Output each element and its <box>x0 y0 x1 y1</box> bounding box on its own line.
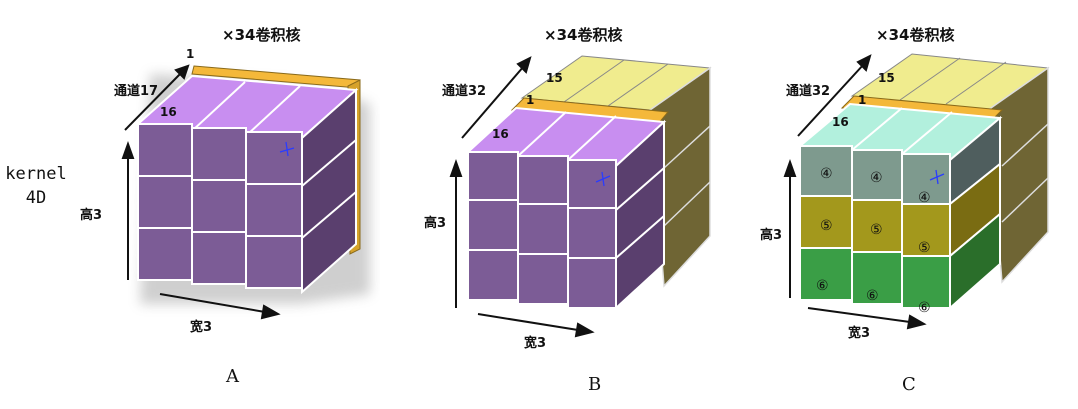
panel-a-title: ×34卷积核 <box>222 26 301 44</box>
panel-c-row6-mark-1: ⑥ <box>816 278 829 294</box>
panel-c-row6-mark-2: ⑥ <box>866 288 879 304</box>
panel-a-front-grid <box>137 123 303 289</box>
panel-c-row-6 <box>799 247 951 309</box>
panel-c-row6-mark-3: ⑥ <box>918 300 931 316</box>
panel-c-right-row6 <box>949 211 1001 311</box>
kernel-label-line2: 4D <box>25 188 47 208</box>
panel-a-height-label: 高3 <box>80 208 103 223</box>
panel-c-row5-mark-3: ⑤ <box>918 240 931 256</box>
panel-c-back-num: 15 <box>878 71 895 85</box>
panel-c-caption: C <box>902 374 916 395</box>
panel-c-front-num: 16 <box>832 115 849 129</box>
panel-c-row-5 <box>799 195 951 257</box>
panel-c-row-4 <box>799 145 951 205</box>
panel-a-right-face <box>301 87 357 295</box>
panel-b-channel-label: 通道32 <box>442 84 487 99</box>
panel-a-back-num: 1 <box>186 47 194 61</box>
panel-a-diagram: 1 16 <box>121 47 370 320</box>
panel-b-diagram: 15 1 16 <box>449 55 712 338</box>
panel-b-front-grid <box>467 151 617 309</box>
panel-a-axis-marker <box>279 141 295 157</box>
panel-c-diagram: ④ ④ ④ ⑤ ⑤ ⑤ ⑥ ⑥ ⑥ 15 1 16 <box>783 53 1050 330</box>
panel-c-title: ×34卷积核 <box>876 26 955 44</box>
kernel-label-line1: kernel <box>5 164 67 184</box>
panel-a-caption: A <box>226 366 239 387</box>
panel-b-right-face <box>615 119 665 311</box>
panel-a-front-num: 16 <box>160 105 177 119</box>
panel-a-channel-label: 通道17 <box>114 84 159 99</box>
panel-c-width-label: 宽3 <box>848 326 871 341</box>
panel-c-channel-label: 通道32 <box>786 84 831 99</box>
panel-c-height-label: 高3 <box>760 228 783 243</box>
panel-b-axis-marker <box>595 171 611 187</box>
panel-c-row4-mark-2: ④ <box>870 170 883 186</box>
panel-b-title: ×34卷积核 <box>544 26 623 44</box>
panel-b-height-label: 高3 <box>424 216 447 231</box>
panel-b-front-num: 16 <box>492 127 509 141</box>
panel-b-back-num: 15 <box>546 71 563 85</box>
panel-c-mid-num: 1 <box>858 93 866 107</box>
panel-c-row5-mark-2: ⑤ <box>870 222 883 238</box>
panel-c-row5-mark-1: ⑤ <box>820 218 833 234</box>
panel-b-width-label: 宽3 <box>524 336 547 351</box>
panel-a-width-label: 宽3 <box>190 320 213 335</box>
panel-c-row4-mark-1: ④ <box>820 166 833 182</box>
panel-b-caption: B <box>588 374 602 395</box>
panel-b-mid-num: 1 <box>526 93 534 107</box>
kernel-4d-label: kernel 4D <box>0 162 72 210</box>
panel-c-row4-mark-3: ④ <box>918 190 931 206</box>
panel-c-axis-marker <box>929 169 945 185</box>
